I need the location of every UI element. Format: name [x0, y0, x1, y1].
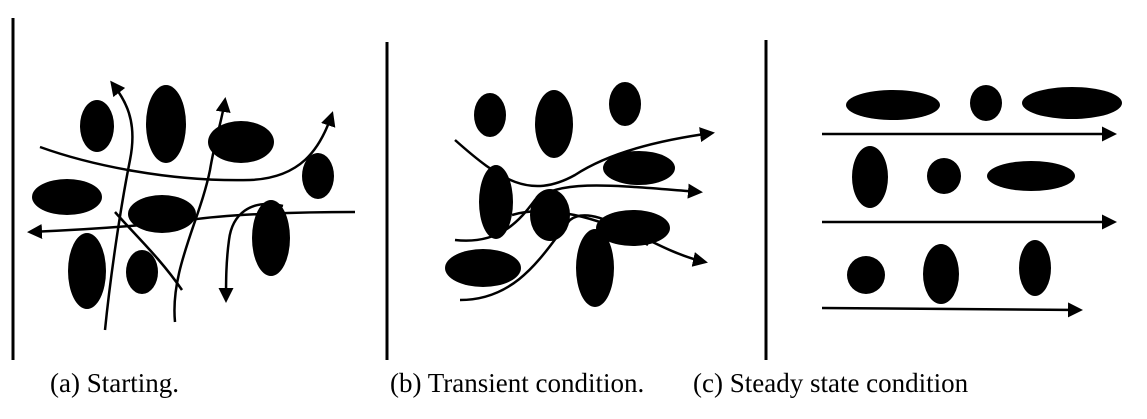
- panel-b-caption: (b) Transient condition.: [390, 366, 644, 400]
- particle: [126, 250, 158, 294]
- particle: [847, 256, 885, 294]
- panel-c-caption: (c) Steady state condition: [693, 366, 968, 400]
- particle: [535, 90, 573, 158]
- particle: [576, 229, 614, 307]
- particle: [474, 93, 506, 137]
- particle: [927, 158, 961, 194]
- particle: [923, 244, 959, 304]
- particle: [68, 233, 106, 309]
- particle: [1022, 87, 1122, 119]
- diagram-canvas: [0, 0, 1147, 360]
- particle: [146, 85, 186, 163]
- particle: [852, 146, 888, 208]
- particle: [530, 189, 570, 241]
- particle: [609, 82, 641, 126]
- particle: [846, 90, 940, 120]
- particle: [970, 85, 1002, 121]
- particle: [987, 161, 1075, 191]
- particle: [445, 249, 521, 287]
- particle: [208, 121, 274, 163]
- panel-a-particles: [32, 85, 334, 309]
- particle: [80, 100, 114, 152]
- particle: [1019, 240, 1051, 296]
- particle: [128, 195, 196, 233]
- particle: [32, 179, 102, 215]
- panel-b-particles: [445, 82, 675, 307]
- particle: [252, 200, 290, 276]
- panel-c-particles: [846, 85, 1122, 304]
- panel-a-caption: (a) Starting.: [50, 366, 179, 400]
- flow-arrow: [822, 308, 1080, 310]
